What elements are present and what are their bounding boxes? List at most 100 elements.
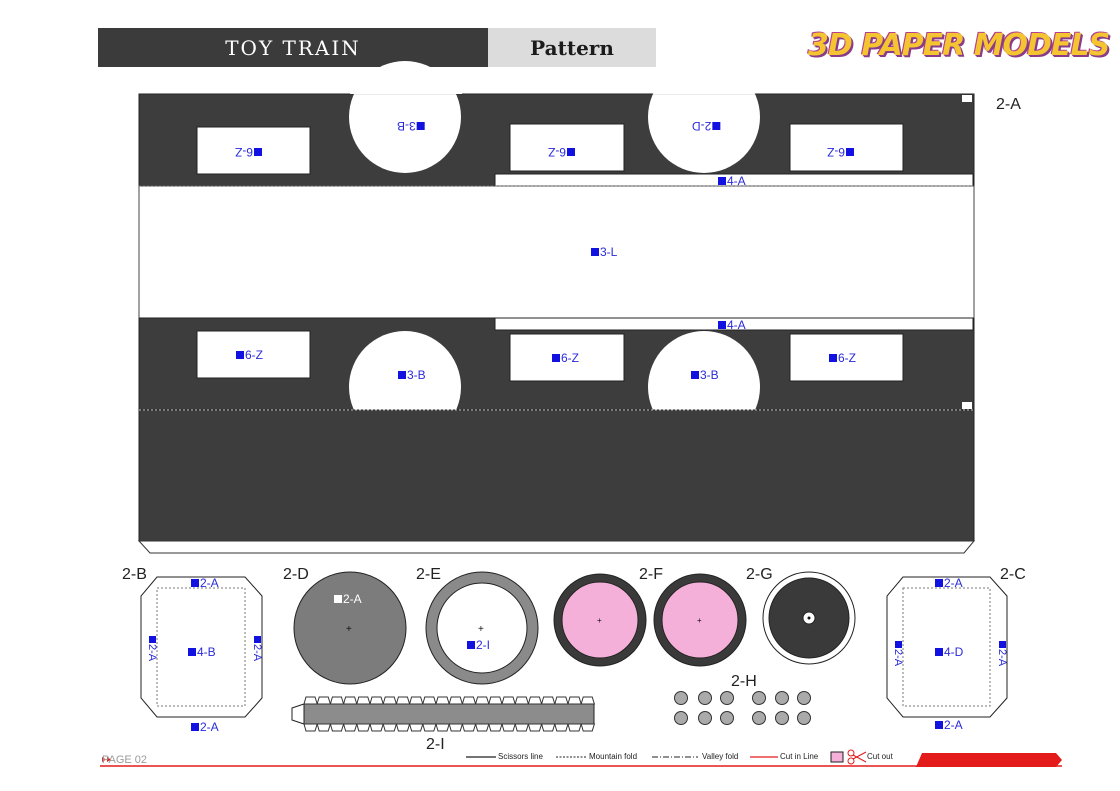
marker-code: 6-Z	[235, 145, 253, 159]
marker-code: 6-Z	[548, 145, 566, 159]
part-2b	[140, 576, 263, 718]
marker-6-z: 6-Z	[548, 145, 575, 159]
part-label-2c: 2-C	[1000, 566, 1026, 583]
svg-text:+: +	[346, 624, 352, 635]
marker-code: 2-D	[692, 119, 712, 133]
marker-2-a-side: 2-A	[996, 641, 1008, 666]
glue-tooth	[540, 696, 556, 705]
marker-3-b: 3-B	[397, 119, 425, 133]
marker-code: 2-A	[251, 644, 263, 662]
glue-tooth	[303, 696, 318, 705]
marker-square-icon	[334, 595, 342, 603]
glue-tooth	[461, 696, 477, 705]
glue-tooth	[461, 723, 477, 732]
part-2c	[886, 576, 1008, 718]
glue-tooth	[303, 723, 318, 732]
glue-tooth	[382, 723, 398, 732]
marker-2-a-side: 2-A	[146, 636, 158, 661]
marker-square-icon	[935, 579, 943, 587]
page-number-text: PAGE 02	[102, 754, 148, 766]
bolt-dot	[674, 691, 688, 705]
marker-code: 4-A	[727, 318, 746, 332]
marker-square-icon	[894, 641, 902, 648]
part-label-2a: 2-A	[996, 96, 1021, 113]
marker-code: 2-A	[892, 649, 904, 667]
part-2d: +	[293, 571, 407, 685]
marker-square-icon	[188, 648, 196, 656]
part-label-2h: 2-H	[731, 673, 757, 690]
svg-text:+: +	[697, 616, 702, 625]
svg-text:+: +	[478, 624, 484, 635]
part-2f: + +	[553, 573, 747, 667]
marker-square-icon	[191, 723, 199, 731]
marker-2-i: 2-I	[467, 638, 490, 652]
part-label-2f: 2-F	[639, 566, 663, 583]
marker-square-icon	[148, 636, 156, 643]
wheel-hole-top-2	[648, 61, 760, 173]
marker-square-icon	[236, 351, 244, 359]
glue-tooth	[567, 696, 582, 705]
marker-3-l: 3-L	[591, 245, 617, 259]
part-label-2b: 2-B	[122, 566, 147, 583]
marker-square-icon	[718, 321, 726, 329]
marker-2-a-side: 2-A	[892, 641, 904, 666]
part-2e: +	[425, 571, 539, 685]
part-label-2d: 2-D	[283, 566, 309, 583]
bolt-dot	[797, 691, 811, 705]
marker-code: 3-B	[700, 368, 719, 382]
glue-tooth	[395, 696, 411, 705]
glue-tooth	[488, 696, 503, 705]
glue-tooth	[514, 723, 530, 732]
glue-tooth	[580, 696, 596, 705]
marker-2-a: 2-A	[334, 592, 362, 606]
bolt-dot	[720, 691, 734, 705]
section-title: Pattern	[488, 28, 656, 67]
marker-code: 6-Z	[245, 348, 263, 362]
legend-mountain: Mountain fold	[589, 752, 638, 761]
glue-tooth	[474, 696, 490, 705]
marker-square-icon	[998, 641, 1006, 648]
bolt-dot	[720, 711, 734, 725]
glue-tooth	[408, 723, 424, 732]
glue-tooth	[316, 696, 332, 705]
bolt-dot	[752, 711, 766, 725]
marker-code: 4-D	[944, 645, 964, 659]
legend-valley: Valley fold	[702, 752, 739, 761]
glue-tooth	[382, 696, 398, 705]
marker-3-b: 3-B	[691, 368, 719, 382]
marker-square-icon	[254, 148, 262, 156]
marker-code: 2-A	[146, 644, 158, 662]
bolt-dot	[698, 691, 712, 705]
glue-tooth	[422, 723, 437, 732]
marker-2-a: 2-A	[935, 718, 963, 732]
glue-tooth	[395, 723, 411, 732]
glue-tooth	[369, 723, 384, 732]
marker-square-icon	[567, 148, 575, 156]
glue-tooth	[356, 723, 371, 732]
marker-code: 3-B	[397, 119, 416, 133]
bolt-dot	[797, 711, 811, 725]
glue-tooth	[342, 723, 358, 732]
glue-tooth	[435, 696, 450, 705]
glue-tooth	[514, 696, 530, 705]
marker-code: 2-A	[944, 576, 963, 590]
marker-square-icon	[712, 122, 721, 130]
page-number: PAGE 02	[102, 754, 147, 766]
marker-2-a: 2-A	[191, 720, 219, 734]
glue-tooth	[329, 696, 345, 705]
bolt-dot	[674, 711, 688, 725]
glue-tooth	[474, 723, 490, 732]
marker-code: 6-Z	[838, 351, 856, 365]
glue-tooth	[501, 696, 516, 705]
marker-square-icon	[253, 636, 261, 643]
marker-code: 4-A	[727, 174, 746, 188]
marker-3-b: 3-B	[398, 368, 426, 382]
marker-code: 2-A	[200, 576, 219, 590]
marker-2-a: 2-A	[935, 576, 963, 590]
marker-square-icon	[691, 371, 699, 379]
marker-square-icon	[718, 177, 726, 185]
marker-code: 3-B	[407, 368, 426, 382]
marker-square-icon	[935, 648, 943, 656]
part-label-2g: 2-G	[746, 566, 773, 583]
